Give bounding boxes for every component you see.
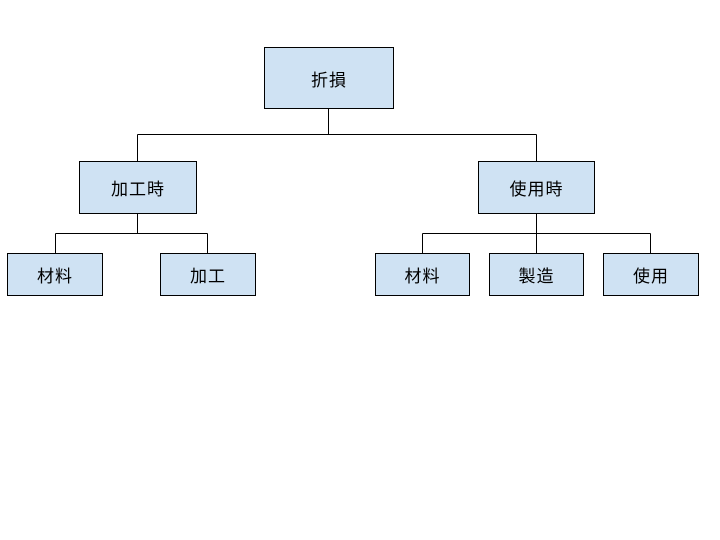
right-leaf-label-3: 使用 xyxy=(633,267,669,287)
right-leaf-label-1: 材料 xyxy=(404,267,441,287)
left-leaf-label-1: 材料 xyxy=(37,267,73,287)
left-leaf-node-2: 加工 xyxy=(160,253,256,296)
right-branch-label: 使用時 xyxy=(509,180,564,200)
left-branch-label: 加工時 xyxy=(111,180,165,200)
right-leaf-node-3: 使用 xyxy=(603,253,699,296)
root-node: 折損 xyxy=(264,47,394,109)
root-node-label: 折損 xyxy=(311,70,347,91)
left-leaf-node-1: 材料 xyxy=(7,253,103,296)
right-leaf-label-2: 製造 xyxy=(518,267,555,287)
right-leaf-node-1: 材料 xyxy=(375,253,470,296)
left-leaf-label-2: 加工 xyxy=(190,267,226,287)
left-branch-node: 加工時 xyxy=(79,161,197,214)
right-leaf-node-2: 製造 xyxy=(489,253,584,296)
right-branch-node: 使用時 xyxy=(478,161,595,214)
